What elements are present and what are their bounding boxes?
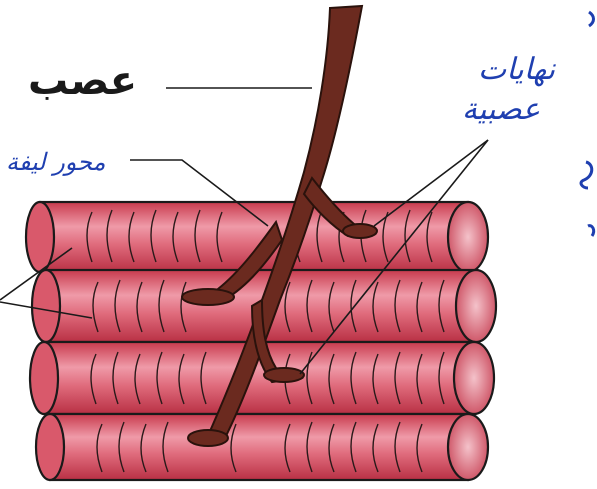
label-nerve-endings-line2: عصبية [462, 92, 540, 127]
side-ink-marks [581, 12, 594, 236]
label-nerve-endings-line1: نهايات [478, 52, 555, 87]
muscle-fiber-4 [36, 414, 488, 480]
label-nerve: عصب [28, 58, 137, 104]
nerve-ending-4 [188, 430, 228, 446]
nerve-ending-3 [264, 368, 304, 382]
label-axon-branch: محور ليفة [6, 148, 106, 176]
nerve-ending-2 [182, 289, 234, 305]
nerve-ending-1 [343, 224, 377, 238]
